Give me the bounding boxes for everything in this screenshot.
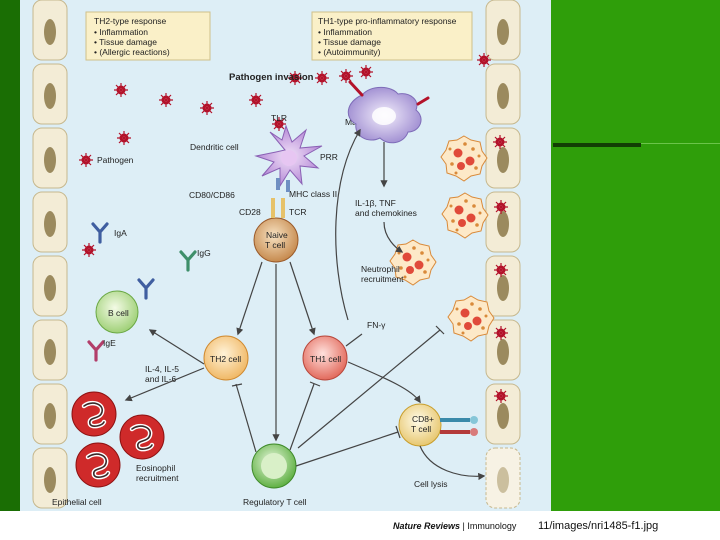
th1-cell: TH1 cell [302,335,348,381]
regulatory-t-cell-label: Regulatory T cell [243,497,307,507]
il4-il5-label: and IL-6 [145,374,176,384]
epithelial-cell-label: Epithelial cell [52,497,102,507]
th1-box-item: • (Autoimmunity) [318,47,381,57]
th2-box-item: • Tissue damage [94,37,157,47]
prr-label: PRR [320,152,338,162]
th1-cell-label: TH1 cell [310,354,341,364]
th1-box-heading: TH1-type pro-inflammatory response [318,16,457,26]
regulatory-t-cell [251,443,297,489]
ige-label: IgE [103,338,116,348]
th2-box-item: • (Allergic reactions) [94,47,170,57]
cd28-label: CD28 [239,207,261,217]
decorative-rule-light [641,143,720,144]
eosinophil-recruitment-label: Eosinophil [136,463,175,473]
cd8-t-cell-label: CD8+ [412,414,434,424]
iga-label: IgA [114,228,127,238]
th2-response-box: TH2-type response • Inflammation • Tissu… [85,11,211,61]
tcr-label: TCR [289,207,306,217]
il1b-tnf-label: and chemokines [355,208,417,218]
decorative-rule [553,143,641,147]
eosinophil-recruitment-label: recruitment [136,473,179,483]
b-cell-label: B cell [108,308,129,318]
pathogen-invasion-label: Pathogen invasion [229,72,314,83]
tlr-label: TLR [271,113,287,123]
lysed-epithelial-cell [485,447,521,509]
b-cell: B cell [95,278,155,334]
dendritic-cell-label: Dendritic cell [190,142,239,152]
left-dark-strip [0,0,20,540]
epithelium-right [485,0,521,509]
credit-journal: Immunology [467,521,517,531]
pathogen-label: Pathogen [97,155,134,165]
th2-cell: TH2 cell [203,335,249,381]
th1-box-item: • Inflammation [318,27,372,37]
cd8-t-cell-label: T cell [411,424,431,434]
naive-t-cell-label: Naive [266,230,288,240]
credit-brand: Nature Reviews [393,521,461,531]
th1-response-box: TH1-type pro-inflammatory response • Inf… [311,11,473,61]
cd80-cd86-label: CD80/CD86 [189,190,235,200]
figure-credit: Nature Reviews | Immunology [393,521,516,531]
dendritic-cell [254,124,323,192]
bottom-white-band [0,511,720,540]
naive-t-cell-label: T cell [265,240,285,250]
credit-separator: | [460,521,468,531]
mhc-class-ii-label: MHC class II [289,189,337,199]
neutrophil-recruitment-label: recruitment [361,274,404,284]
th2-cell-label: TH2 cell [210,354,241,364]
cell-lysis-label: Cell lysis [414,479,448,489]
il4-il5-label: IL-4, IL-5 [145,364,179,374]
igg-label: IgG [197,248,211,258]
macrophage-cell [347,80,430,144]
naive-t-cell: Naive T cell [253,198,299,263]
neutrophil-recruitment-label: Neutrophil [361,264,400,274]
pathway-arrows [124,128,486,481]
cd8-t-cell: CD8+ T cell [398,403,478,447]
il1b-tnf-label: IL-1β, TNF [355,198,396,208]
th2-box-heading: TH2-type response [94,16,167,26]
source-url-text: 11/images/nri1485-f1.jpg [538,520,659,532]
th2-box-item: • Inflammation [94,27,148,37]
th1-box-item: • Tissue damage [318,37,381,47]
ifn-gamma-label: FN-γ [367,320,386,330]
